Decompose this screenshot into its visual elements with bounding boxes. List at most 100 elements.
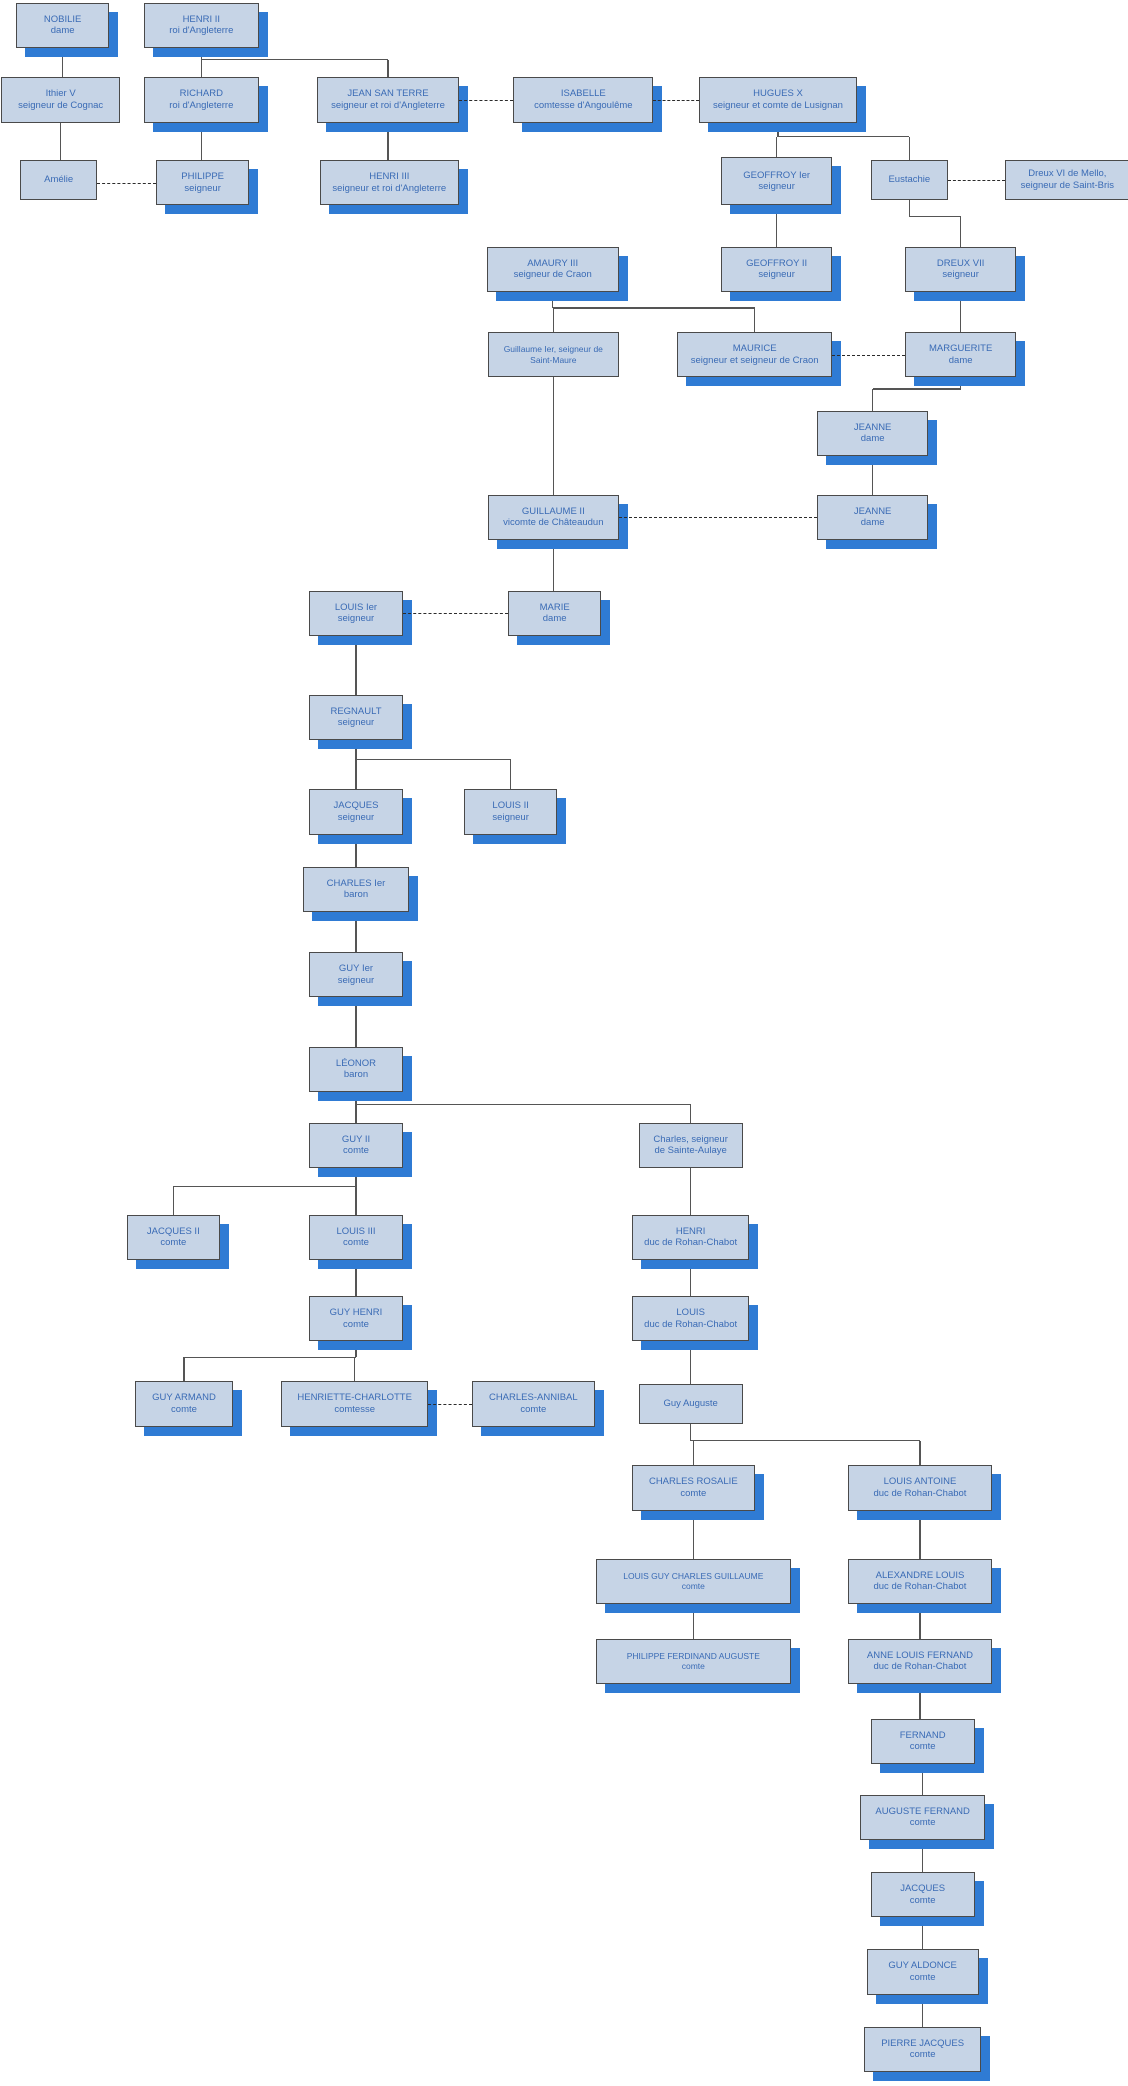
person-name: ANNE LOUIS FERNAND <box>866 1649 974 1661</box>
person-name: ALEXANDRE LOUIS <box>875 1569 965 1581</box>
person-name: LOUIS III <box>336 1225 376 1237</box>
connector-vertical <box>689 1167 692 1215</box>
connector-vertical <box>59 122 62 160</box>
person-title: seigneur de Saint-Bris <box>1020 179 1115 191</box>
connector-vertical <box>552 307 555 332</box>
person-title: roi d'Angleterre <box>169 25 234 37</box>
connector-vertical <box>689 1341 692 1384</box>
person-node-dreux6[interactable]: Dreux VI de Mello,seigneur de Saint-Bris <box>1005 159 1128 200</box>
person-name: Dreux VI de Mello, <box>1028 168 1107 180</box>
connector-vertical <box>959 216 962 247</box>
person-title: comte <box>343 1318 369 1330</box>
person-name: JEAN SAN TERRE <box>347 88 429 100</box>
connector-horizontal <box>355 1103 691 1106</box>
person-title: seigneur et roi d'Angleterre <box>332 182 447 194</box>
person-title: dame <box>542 613 567 625</box>
person-name: LOUIS Ier <box>334 601 378 613</box>
person-name: CHARLES Ier <box>326 877 386 889</box>
person-title: vicomte de Châteaudun <box>503 517 604 529</box>
person-name: CHARLES ROSALIE <box>648 1476 738 1488</box>
connector-vertical <box>919 1440 921 1466</box>
person-node-eustachie[interactable]: Eustachie <box>870 159 948 200</box>
person-name: HENRI III <box>369 171 410 183</box>
person-title: comte <box>909 1971 936 1983</box>
connector-vertical <box>959 291 962 332</box>
person-name: GUILLAUME II <box>521 505 585 517</box>
person-title: comte <box>909 1817 936 1829</box>
person-title: baron <box>343 1069 369 1081</box>
person-name: REGNAULT <box>330 705 382 717</box>
person-name: LÉONOR <box>335 1057 377 1069</box>
person-node-amelie[interactable]: Amélie <box>19 159 98 200</box>
person-node-guyauguste[interactable]: Guy Auguste <box>638 1383 743 1424</box>
connector-horizontal <box>173 1185 356 1188</box>
person-name: LOUIS GUY CHARLES GUILLAUME <box>623 1570 764 1581</box>
person-name: NOBILIE <box>43 13 82 25</box>
connector-horizontal <box>909 215 961 218</box>
connector-vertical <box>919 1683 921 1719</box>
person-name: MAURICE <box>732 343 777 355</box>
person-name: PHILIPPE FERDINAND AUGUSTE <box>626 1650 760 1661</box>
person-name: FERNAND <box>899 1729 946 1741</box>
connector-vertical <box>775 205 778 247</box>
person-name: JEANNE <box>853 505 892 517</box>
person-title: comte <box>160 1237 187 1249</box>
person-title: duc de Rohan-Chabot <box>644 1237 738 1249</box>
person-title: comte <box>681 1661 705 1672</box>
person-name: JEANNE <box>853 421 892 433</box>
person-title: duc de Rohan-Chabot <box>873 1581 967 1593</box>
person-title: dame <box>860 433 885 445</box>
connector-vertical <box>908 136 911 160</box>
person-title: comtesse <box>334 1403 375 1415</box>
connector-vertical <box>355 911 357 952</box>
